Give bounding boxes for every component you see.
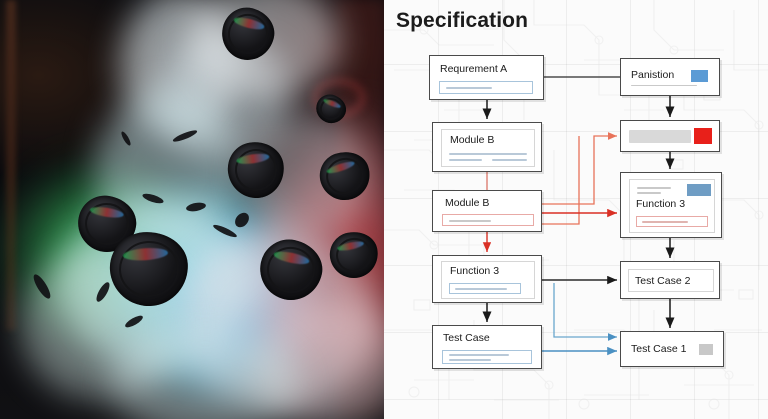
node-label-test-case-2: Test Case 2 (635, 275, 691, 287)
field-test-case[interactable] (442, 350, 532, 364)
node-test-case-1[interactable]: Test Case 1 (620, 331, 724, 367)
card-line (637, 187, 671, 189)
field-function-3-right[interactable] (636, 216, 708, 227)
specification-diagram-panel: Specification (384, 0, 768, 419)
node-label-function-3-right: Function 3 (636, 198, 686, 210)
node-label-test-case: Test Case (443, 332, 490, 344)
field-line (449, 354, 509, 356)
field-line (642, 221, 688, 223)
node-test-case[interactable]: Test Case (432, 325, 542, 369)
field-module-b-2[interactable] (442, 214, 534, 226)
node-label-requirement-a: Requrement A (440, 63, 508, 75)
inner-card-function-3-left: Function 3 (441, 261, 535, 299)
node-module-b-1[interactable]: Module B (432, 122, 542, 172)
node-label-panistion: Panistion (631, 69, 675, 81)
field-requirement-a[interactable] (439, 81, 533, 94)
field-line (449, 359, 491, 361)
photo-smoke-plume (255, 300, 384, 419)
status-swatch-red (694, 128, 712, 144)
node-label-test-case-1: Test Case 1 (631, 343, 687, 355)
inner-card-module-b-1: Module B (441, 129, 535, 167)
card-line (492, 159, 527, 161)
node-function-3-left[interactable]: Function 3 (432, 255, 542, 303)
field-function-3-left[interactable] (449, 283, 521, 294)
node-module-b-2[interactable]: Module B (432, 190, 542, 232)
status-swatch-blue (687, 184, 711, 196)
photo-shelf-left (6, 0, 16, 330)
field-line (455, 288, 507, 290)
field-line (449, 220, 491, 222)
card-line (449, 159, 482, 161)
node-panistion[interactable]: Panistion (620, 58, 720, 96)
node-function-3-right[interactable]: Function 3 (620, 172, 722, 238)
field-line (446, 87, 492, 89)
node-requirement-a[interactable]: Requrement A (429, 55, 544, 100)
node-test-case-2[interactable]: Test Case 2 (620, 261, 720, 299)
page-title: Specification (396, 9, 528, 32)
card-line (637, 192, 661, 194)
photo-smoke-plume (110, 330, 300, 419)
node-label-module-b-2: Module B (445, 197, 490, 209)
node-label-module-b-1: Module B (450, 134, 495, 146)
status-swatch-blue (691, 70, 708, 82)
inner-card-function-3-right: Function 3 (629, 179, 715, 233)
progress-bar (629, 130, 691, 143)
node-label-function-3-left: Function 3 (450, 265, 500, 277)
status-swatch-gray (699, 344, 713, 355)
node-red-bar[interactable] (620, 120, 720, 152)
decorative-photo-panel (0, 0, 384, 419)
underline (631, 85, 697, 87)
card-line (449, 153, 527, 155)
inner-card-test-case-2: Test Case 2 (628, 269, 714, 292)
